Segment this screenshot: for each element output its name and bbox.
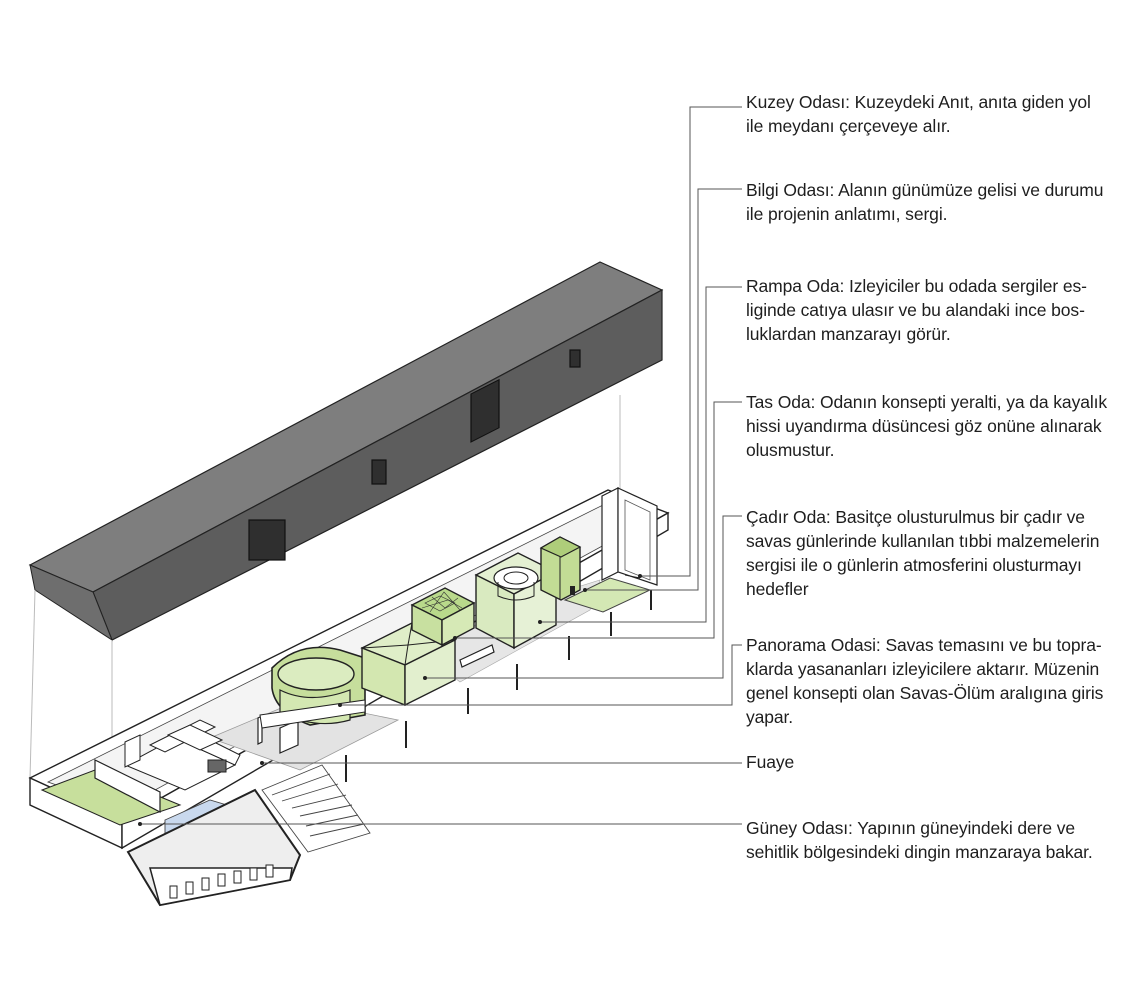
leader-lines: [140, 106, 742, 825]
leader-tas: [455, 401, 742, 639]
front-wall: [259, 699, 366, 729]
leader-dots: [138, 574, 642, 826]
south-wall: [94, 759, 161, 813]
roof-window: [569, 349, 581, 368]
label-panorama-odasi: Panorama Odasi: Savas temasını ve bu top…: [746, 635, 1104, 727]
roof: [28, 261, 664, 642]
service-blocks: [123, 719, 241, 791]
leader-cadir: [425, 515, 742, 679]
roof-window: [248, 519, 286, 561]
leader-kuzey: [640, 106, 742, 577]
roof-window: [371, 459, 387, 485]
roof-window: [470, 378, 500, 443]
label-guney-odasi: Güney Odası: Yapının güneyindeki dere ve…: [746, 818, 1093, 862]
leader-bilgi: [585, 188, 742, 591]
stone-room: [410, 587, 476, 647]
label-rampa-oda: Rampa Oda: Izleyiciler bu odada sergiler…: [746, 276, 1087, 344]
leader-rampa: [540, 286, 742, 623]
label-kuzey-odasi: Kuzey Odası: Kuzeydeki Anıt, anıta giden…: [746, 92, 1091, 136]
info-room: [539, 536, 582, 601]
leader-panorama: [340, 644, 742, 706]
columns: [345, 590, 652, 782]
lower-hall: [126, 788, 302, 907]
label-fuaye: Fuaye: [746, 752, 795, 772]
label-tas-oda: Tas Oda: Odanın konsepti yeralti, ya da …: [746, 392, 1108, 460]
label-bilgi-odasi: Bilgi Odası: Alanın günümüze gelisi ve d…: [746, 180, 1104, 224]
south-room-floor: [40, 769, 182, 826]
north-room: [563, 487, 658, 613]
ghost-lines: [29, 395, 621, 779]
label-cadir-oda: Çadır Oda: Basitçe olusturulmus bir çadı…: [746, 507, 1100, 599]
partitions: [257, 644, 495, 754]
